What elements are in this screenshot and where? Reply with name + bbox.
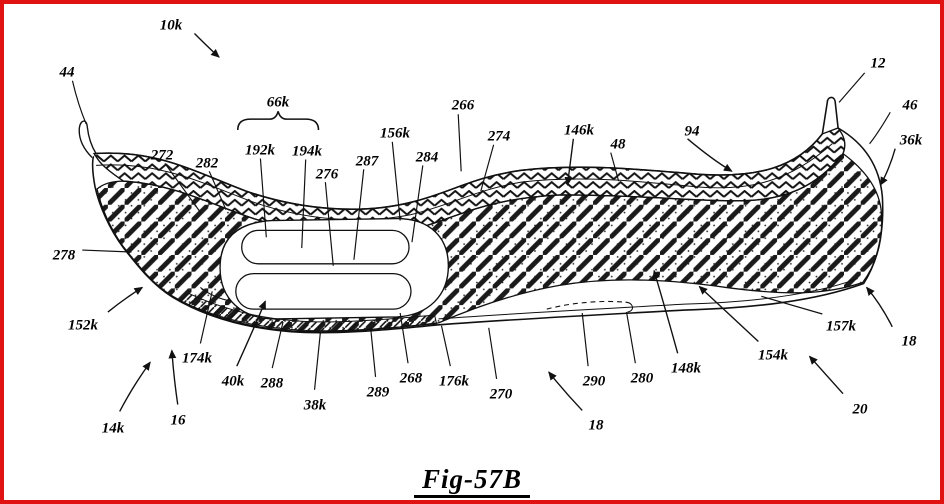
- ref-label-272: 272: [150, 147, 174, 164]
- leader-lines: [71, 72, 891, 390]
- ref-label-36k: 36k: [899, 132, 923, 149]
- ref-label-152k: 152k: [68, 317, 98, 334]
- ref-label-287: 287: [355, 153, 379, 170]
- ref-label-274: 274: [487, 128, 511, 145]
- ref-label-18-right: 18: [901, 333, 917, 350]
- leader-arrows: [107, 33, 896, 412]
- ref-label-156k: 156k: [380, 125, 410, 142]
- brace-66k: [236, 111, 320, 131]
- ref-label-268: 268: [399, 370, 423, 387]
- ref-label-280: 280: [630, 370, 654, 387]
- ref-label-12: 12: [870, 55, 886, 72]
- ref-label-278: 278: [52, 247, 76, 264]
- ref-label-18-bottom: 18: [588, 417, 604, 434]
- ref-label-44: 44: [59, 64, 75, 81]
- ref-label-290: 290: [582, 373, 606, 390]
- ref-label-176k: 176k: [439, 373, 469, 390]
- ref-label-146k: 146k: [564, 122, 594, 139]
- ref-label-10k: 10k: [159, 17, 183, 34]
- bottom-strip: [179, 278, 858, 332]
- lower-chamber: [235, 273, 412, 310]
- ref-label-14k: 14k: [101, 420, 125, 437]
- upper-chamber: [241, 229, 410, 265]
- ref-label-38k: 38k: [303, 397, 327, 414]
- dashed-detail-280: [546, 300, 626, 310]
- ref-label-16: 16: [170, 412, 186, 429]
- ref-label-154k: 154k: [758, 347, 788, 364]
- ref-label-289: 289: [366, 384, 390, 401]
- ref-label-276: 276: [315, 166, 339, 183]
- ref-label-282: 282: [195, 155, 219, 172]
- left-tab-44: [78, 120, 97, 159]
- ref-label-284: 284: [415, 149, 439, 166]
- ref-label-270: 270: [489, 386, 513, 403]
- patent-drawing: [71, 33, 896, 412]
- ref-label-194k: 194k: [292, 143, 322, 160]
- ref-label-94: 94: [684, 123, 700, 140]
- bladder: [219, 217, 450, 320]
- ref-label-174k: 174k: [182, 350, 212, 367]
- ref-label-157k: 157k: [826, 318, 856, 335]
- ref-label-20: 20: [852, 401, 868, 418]
- ref-label-192k: 192k: [245, 142, 275, 159]
- ref-label-48: 48: [610, 136, 626, 153]
- ref-label-288: 288: [260, 375, 284, 392]
- ref-label-46: 46: [902, 97, 918, 114]
- figure-title: Fig-57B: [413, 464, 531, 498]
- ref-label-66k: 66k: [266, 94, 290, 111]
- ref-label-148k: 148k: [671, 360, 701, 377]
- ref-label-40k: 40k: [221, 373, 245, 390]
- ref-label-266: 266: [451, 97, 475, 114]
